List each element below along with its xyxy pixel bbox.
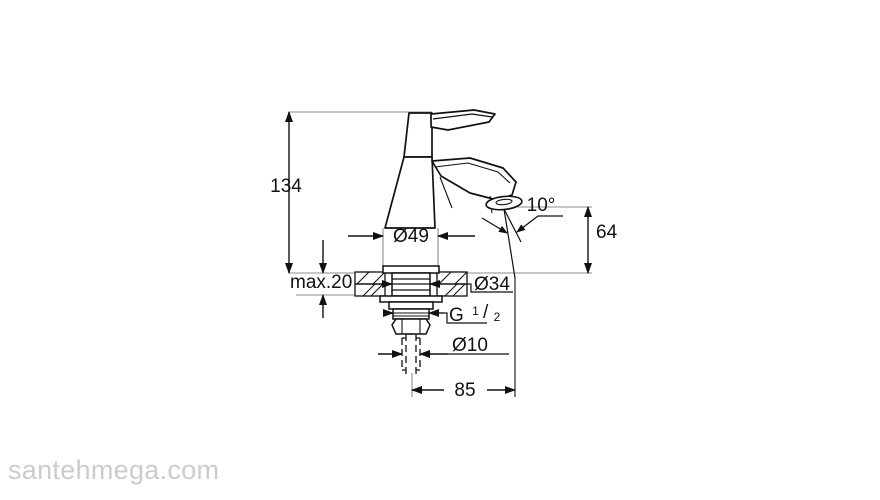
dimension-spout-angle: 10°	[481, 195, 563, 279]
dimension-label-64: 64	[596, 222, 618, 243]
dimension-label-d49: Ø49	[393, 226, 429, 247]
aerator	[485, 195, 523, 211]
dimension-label-max20: max.20	[290, 272, 352, 293]
dimension-label-10deg: 10°	[527, 195, 556, 216]
dimension-base-diameter: Ø49	[348, 226, 475, 247]
dimension-thread-size: G 1 / 2	[383, 299, 501, 326]
dimension-spout-height: 64	[584, 206, 618, 274]
tail-pipe	[401, 333, 421, 377]
dimension-washer-diameter: Ø34	[355, 274, 513, 295]
dimension-tube-diameter: Ø10	[378, 335, 509, 358]
dimension-height-overall: 134	[270, 111, 302, 274]
mounting-stack	[379, 265, 443, 335]
site-watermark: santehmega.com	[8, 455, 220, 485]
dimension-label-d10: Ø10	[452, 335, 488, 356]
dimension-label-d34: Ø34	[474, 274, 510, 295]
dimension-mounting-thickness: max.20	[290, 240, 352, 318]
dimension-label-85: 85	[454, 380, 475, 401]
spout	[431, 157, 517, 214]
dimension-tail-length: 85	[411, 278, 516, 401]
dimension-label-134: 134	[270, 176, 302, 197]
dimension-label-g-half: G 1 / 2	[449, 299, 501, 326]
lever-handle	[430, 109, 496, 131]
tap-body-outline	[384, 112, 436, 229]
